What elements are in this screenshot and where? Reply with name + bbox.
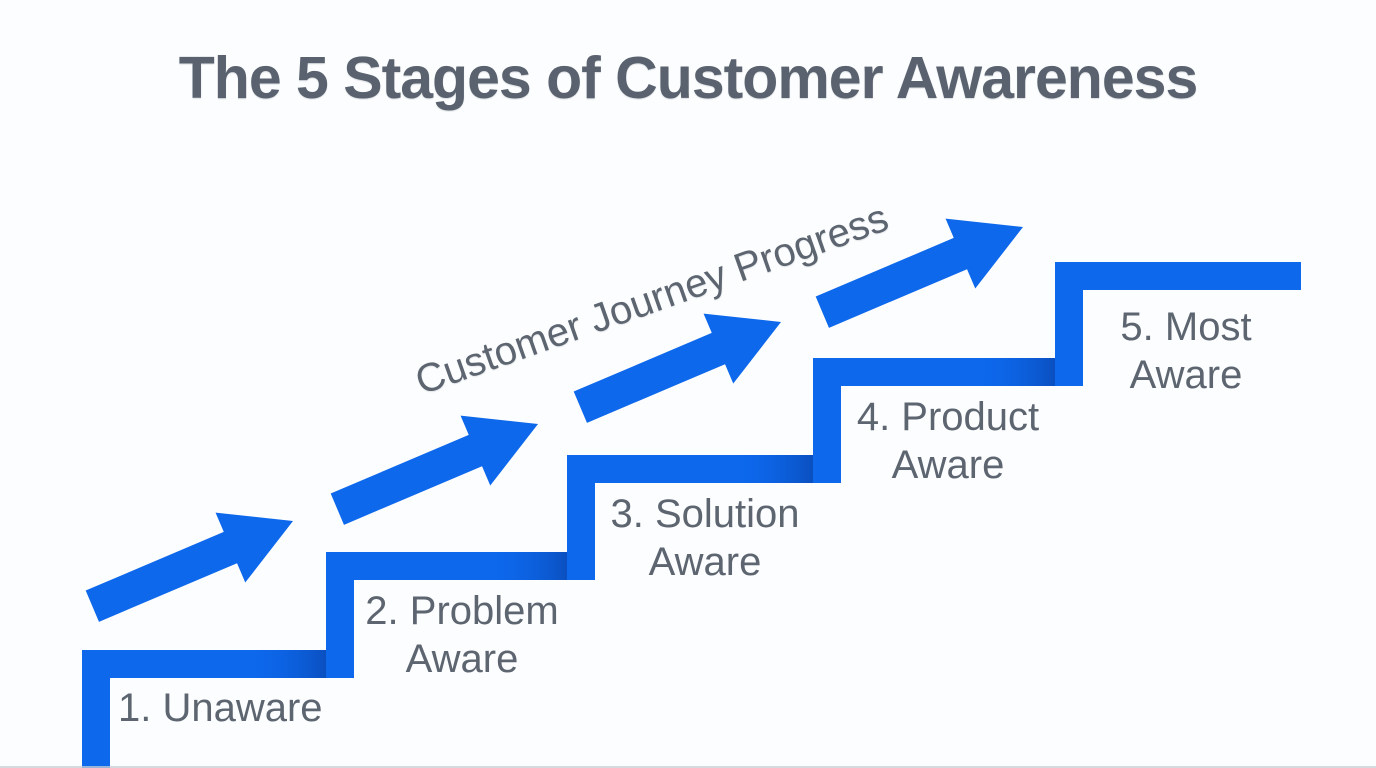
- stage-2-line-1: 2. Problem: [365, 589, 559, 633]
- stage-3-line-2: Aware: [648, 540, 762, 584]
- stage-5-line-1: 5. Most: [1120, 305, 1252, 349]
- stage-label-1: 1. Unaware: [118, 684, 323, 732]
- stage-4-line-2: Aware: [891, 443, 1005, 487]
- page-title: The 5 Stages of Customer Awareness: [178, 45, 1199, 111]
- progress-arrow-2: [322, 389, 553, 545]
- stage-label-2: 2. Problem Aware: [365, 587, 558, 683]
- step-junction-shadow-1: [244, 650, 326, 678]
- bottom-edge-line: [0, 766, 1376, 768]
- stage-label-4: 4. Product Aware: [857, 393, 1039, 489]
- step-junction-shadow-4: [973, 358, 1055, 386]
- stage-5-line-2: Aware: [1129, 353, 1243, 397]
- stage-1-line-1: 1. Unaware: [118, 686, 323, 730]
- step-junction-shadow-2: [485, 552, 567, 580]
- progress-arrow-1: [77, 486, 308, 642]
- stage-label-5: 5. Most Aware: [1120, 303, 1251, 399]
- stage-4-line-1: 4. Product: [856, 395, 1040, 439]
- stage-2-line-2: Aware: [405, 637, 519, 681]
- stage-label-3: 3. Solution Aware: [610, 490, 799, 586]
- stage-3-line-1: 3. Solution: [610, 492, 800, 536]
- step-junction-shadow-3: [731, 455, 813, 483]
